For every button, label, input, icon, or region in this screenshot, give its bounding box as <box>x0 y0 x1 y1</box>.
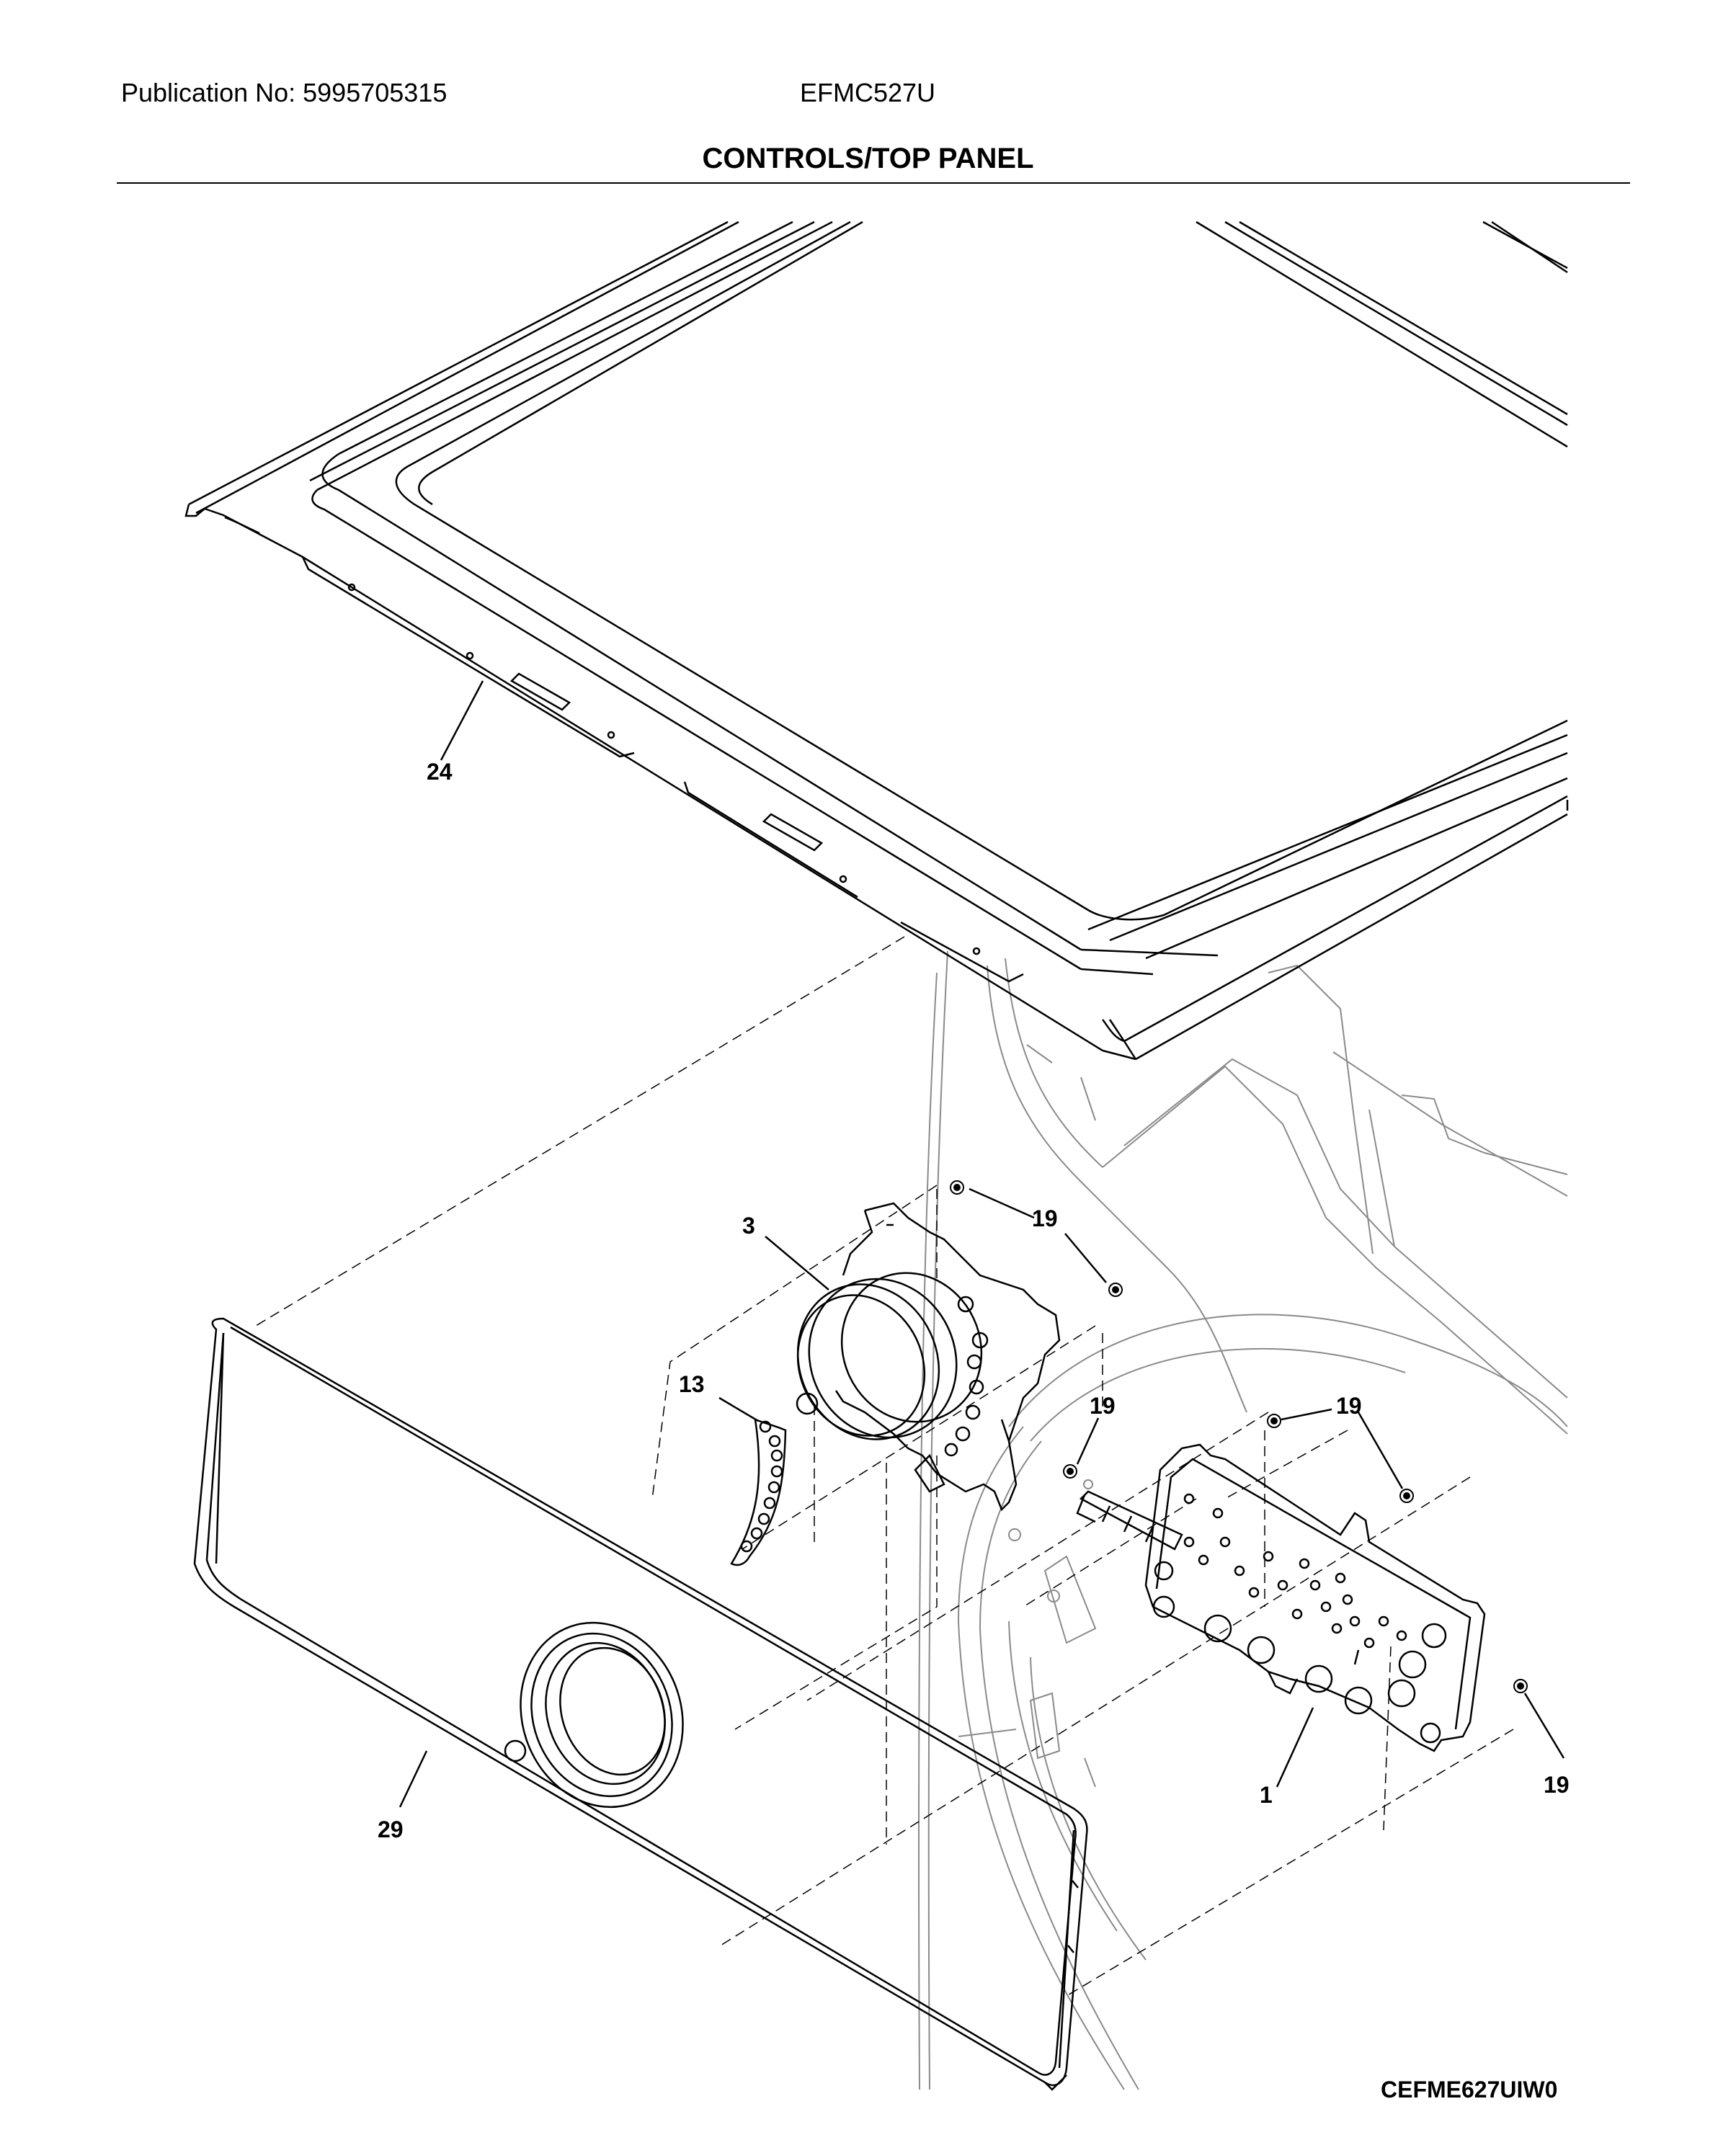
callout-1: 1 <box>1260 1782 1273 1808</box>
light-pipe-part <box>730 1417 787 1566</box>
callout-labels: 24 3 19 19 19 19 13 29 1 <box>378 759 1570 1842</box>
screw-a <box>950 1180 964 1195</box>
callout-19-knob-upper: 19 <box>1032 1205 1058 1231</box>
screw-e <box>1399 1489 1414 1503</box>
screw-parts <box>950 1180 1528 1693</box>
screw-d <box>1267 1414 1281 1428</box>
callout-19-board-lower: 19 <box>1544 1772 1570 1798</box>
callout-19-board-upper: 19 <box>1336 1393 1362 1419</box>
callout-24: 24 <box>427 759 453 785</box>
cabinet-background <box>918 950 1568 2090</box>
section-title: CONTROLS/TOP PANEL <box>702 143 1034 174</box>
selector-knob-part <box>796 1202 1061 1512</box>
callout-3: 3 <box>742 1213 755 1239</box>
publication-number: Publication No: 5995705315 <box>121 78 448 107</box>
header-rule <box>117 182 1630 184</box>
diagram-code: CEFME627UIW0 <box>1381 2077 1558 2103</box>
screw-c <box>1063 1464 1077 1479</box>
callout-29: 29 <box>378 1816 404 1842</box>
screw-b <box>1108 1283 1123 1297</box>
screw-f <box>1513 1679 1528 1693</box>
model-number: EFMC527U <box>800 78 936 107</box>
top-panel-part <box>184 220 1569 1061</box>
assembly-dash-lines <box>255 936 1514 1997</box>
callout-19-knob-lower: 19 <box>1090 1393 1116 1419</box>
leader-lines <box>399 680 1565 1808</box>
control-board-part <box>1076 1443 1486 1752</box>
console-panel-part <box>193 1317 1088 2091</box>
callout-13: 13 <box>679 1371 705 1397</box>
